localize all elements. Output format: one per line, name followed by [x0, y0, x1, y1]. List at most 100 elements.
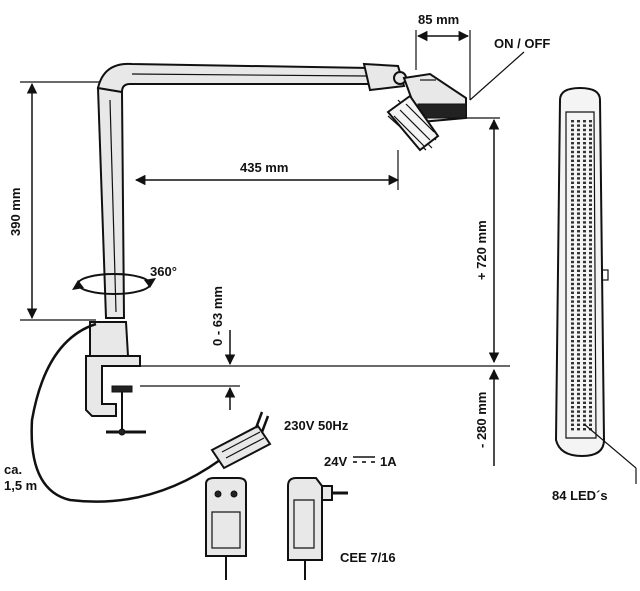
led-dot — [583, 194, 586, 198]
led-dot — [583, 326, 586, 330]
led-dot — [583, 344, 586, 347]
led-dot — [571, 124, 574, 127]
led-dot — [589, 322, 592, 325]
led-dot — [577, 353, 580, 356]
led-dot — [583, 313, 586, 316]
led-dot — [571, 291, 574, 294]
led-dot — [577, 155, 580, 158]
led-dot — [589, 146, 592, 149]
led-dot — [583, 296, 586, 299]
led-dot — [577, 406, 580, 409]
led-dot — [571, 199, 574, 202]
led-dot — [589, 225, 592, 228]
led-dot — [577, 414, 580, 418]
led-dot — [577, 384, 580, 387]
led-dot — [583, 322, 586, 325]
led-dot — [583, 300, 586, 303]
label-arm-length: 435 mm — [240, 160, 288, 175]
led-dot — [589, 274, 592, 277]
led-dot — [583, 168, 586, 171]
led-dot — [589, 203, 592, 206]
label-lamp-length: + 720 mm — [474, 220, 489, 280]
led-dot — [571, 362, 574, 365]
label-power-current: 1A — [380, 454, 397, 469]
led-dot — [571, 287, 574, 290]
led-dot — [571, 384, 574, 387]
led-dot — [577, 318, 580, 321]
led-dot — [589, 269, 592, 272]
led-dot — [577, 120, 580, 123]
led-dot — [589, 313, 592, 316]
led-dot — [589, 190, 592, 193]
led-dot — [583, 137, 586, 140]
led-dot — [571, 392, 574, 396]
led-dot — [577, 142, 580, 145]
led-dot — [577, 419, 580, 422]
led-dot — [571, 318, 574, 321]
led-dot — [577, 221, 580, 224]
led-dot — [577, 172, 580, 176]
led-dot — [583, 252, 586, 255]
led-dot — [577, 137, 580, 140]
led-dot — [583, 243, 586, 246]
led-dot — [577, 379, 580, 382]
led-dot — [571, 375, 574, 378]
led-dot — [577, 269, 580, 272]
led-dot — [589, 362, 592, 365]
led-dot — [577, 331, 580, 334]
led-dot — [583, 190, 586, 193]
led-dot — [571, 256, 574, 259]
led-dot — [583, 348, 586, 352]
label-head-width: 85 mm — [418, 12, 459, 27]
led-dot — [577, 340, 580, 343]
led-dot — [577, 335, 580, 338]
led-dot — [577, 260, 580, 264]
led-dot — [571, 212, 574, 215]
led-dot — [583, 186, 586, 189]
dimension-lines — [20, 30, 637, 484]
led-dot — [571, 155, 574, 158]
led-dot — [583, 335, 586, 338]
led-dot — [589, 164, 592, 167]
led-dot — [589, 392, 592, 396]
led-dot — [589, 260, 592, 264]
led-panel — [554, 86, 609, 458]
led-dot — [571, 265, 574, 268]
led-dot — [571, 379, 574, 382]
led-dot — [571, 142, 574, 145]
led-dot — [583, 260, 586, 264]
led-dot — [577, 370, 580, 374]
led-dot — [571, 194, 574, 198]
led-dot — [583, 414, 586, 418]
led-dot — [589, 150, 592, 154]
led-dot — [577, 150, 580, 154]
led-dot — [589, 414, 592, 418]
led-dot — [571, 150, 574, 154]
led-dot — [577, 326, 580, 330]
led-dot — [577, 177, 580, 180]
led-dot — [571, 177, 574, 180]
led-dot — [571, 164, 574, 167]
led-dot — [583, 238, 586, 242]
led-dot — [589, 172, 592, 176]
led-dot — [583, 428, 586, 431]
led-dot — [583, 278, 586, 281]
led-dot — [589, 128, 592, 132]
led-dot — [583, 331, 586, 334]
led-dot — [571, 331, 574, 334]
led-dot — [577, 291, 580, 294]
label-power-in: 230V 50Hz — [284, 418, 349, 433]
led-dot — [583, 375, 586, 378]
led-dot — [577, 234, 580, 237]
led-dot — [583, 318, 586, 321]
led-dot — [583, 172, 586, 176]
led-dot — [583, 309, 586, 312]
led-dot — [589, 256, 592, 259]
led-dot — [589, 401, 592, 404]
led-dot — [589, 177, 592, 180]
led-dot — [577, 344, 580, 347]
led-dot — [571, 238, 574, 242]
led-dot — [589, 120, 592, 123]
led-dot — [577, 252, 580, 255]
led-dot — [571, 208, 574, 211]
